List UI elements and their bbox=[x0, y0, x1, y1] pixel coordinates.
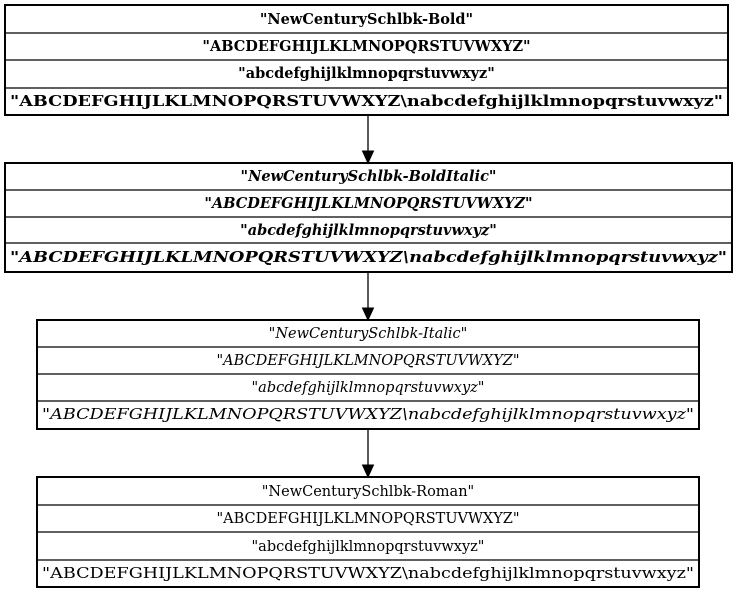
edge-bold-italic-to-italic bbox=[361, 272, 375, 322]
node-bold-title: "NewCenturySchlbk-Bold" bbox=[260, 11, 473, 28]
node-bold-italic-combined: "ABCDEFGHIJLKLMNOPQRSTUVWXYZ\nabcdefghij… bbox=[10, 249, 727, 266]
node-italic-combined: "ABCDEFGHIJLKLMNOPQRSTUVWXYZ\nabcdefghij… bbox=[42, 407, 694, 423]
node-italic[interactable]: "NewCenturySchlbk-Italic" "ABCDEFGHIJLKL… bbox=[36, 319, 700, 430]
node-bold[interactable]: "NewCenturySchlbk-Bold" "ABCDEFGHIJLKLMN… bbox=[4, 4, 729, 116]
node-bold-italic-uppercase: "ABCDEFGHIJLKLMNOPQRSTUVWXYZ" bbox=[204, 195, 532, 212]
node-italic-uppercase: "ABCDEFGHIJLKLMNOPQRSTUVWXYZ" bbox=[216, 353, 519, 369]
node-roman-combined: "ABCDEFGHIJLKLMNOPQRSTUVWXYZ\nabcdefghij… bbox=[42, 566, 694, 582]
node-bold-combined: "ABCDEFGHIJLKLMNOPQRSTUVWXYZ\nabcdefghij… bbox=[10, 93, 723, 110]
node-roman-uppercase: "ABCDEFGHIJLKLMNOPQRSTUVWXYZ" bbox=[216, 511, 519, 527]
node-bold-italic-lowercase: "abcdefghijlklmnopqrstuvwxyz" bbox=[240, 222, 497, 239]
edge-bold-to-bold-italic-arrowhead bbox=[361, 150, 375, 165]
node-roman[interactable]: "NewCenturySchlbk-Roman" "ABCDEFGHIJLKLM… bbox=[36, 476, 700, 588]
node-bold-italic[interactable]: "NewCenturySchlbk-BoldItalic" "ABCDEFGHI… bbox=[4, 162, 733, 273]
node-italic-lowercase: "abcdefghijlklmnopqrstuvwxyz" bbox=[252, 380, 485, 396]
node-bold-uppercase: "ABCDEFGHIJLKLMNOPQRSTUVWXYZ" bbox=[202, 38, 530, 55]
edge-bold-to-bold-italic bbox=[361, 115, 375, 165]
node-italic-title: "NewCenturySchlbk-Italic" bbox=[269, 326, 468, 342]
edge-bold-italic-to-italic-arrowhead bbox=[361, 307, 375, 322]
node-roman-title: "NewCenturySchlbk-Roman" bbox=[262, 484, 474, 500]
edge-italic-to-roman-arrowhead bbox=[361, 464, 375, 479]
edge-italic-to-roman bbox=[361, 429, 375, 479]
node-bold-lowercase: "abcdefghijlklmnopqrstuvwxyz" bbox=[238, 65, 495, 82]
node-roman-lowercase: "abcdefghijlklmnopqrstuvwxyz" bbox=[252, 539, 485, 555]
node-bold-italic-title: "NewCenturySchlbk-BoldItalic" bbox=[241, 168, 497, 185]
